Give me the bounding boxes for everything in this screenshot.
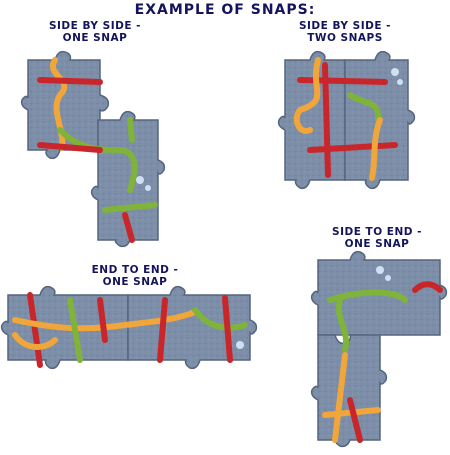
bubble — [136, 176, 144, 184]
puzzle-tile[interactable] — [310, 250, 448, 345]
example-side-by-side-two — [277, 50, 416, 190]
example-side-to-end-one — [310, 250, 448, 448]
red-snake — [347, 397, 363, 443]
red-snake — [222, 295, 233, 363]
red-snake — [157, 297, 168, 363]
green-snake — [335, 297, 350, 353]
bubble — [145, 185, 151, 191]
puzzle-tile[interactable] — [310, 334, 388, 448]
green-snake — [57, 127, 138, 193]
green-snake — [67, 297, 83, 363]
green-snake — [127, 117, 135, 143]
puzzle-tile[interactable] — [90, 110, 166, 248]
yellow-snake — [369, 117, 383, 181]
red-snake — [97, 297, 108, 343]
yellow-snake — [12, 309, 198, 332]
caption-side-by-side-two: SIDE BY SIDE - TWO SNAPS — [298, 20, 392, 44]
bubble — [397, 79, 403, 85]
caption-side-to-end-one: SIDE TO END - ONE SNAP — [332, 226, 422, 250]
red-snake — [412, 281, 443, 293]
example-side-by-side-one — [20, 50, 166, 248]
yellow-snake — [12, 332, 58, 350]
page-title: EXAMPLE OF SNAPS: — [134, 2, 316, 18]
green-snake — [192, 307, 248, 331]
green-snake — [347, 92, 382, 123]
red-snake — [122, 212, 135, 243]
red-snake — [307, 142, 398, 153]
green-snake — [102, 202, 158, 213]
caption-side-by-side-one: SIDE BY SIDE - ONE SNAP — [48, 20, 142, 44]
red-snake — [322, 62, 331, 178]
yellow-snake — [293, 57, 321, 134]
caption-end-to-end-one: END TO END - ONE SNAP — [91, 264, 179, 288]
yellow-snake — [332, 352, 348, 443]
bubble — [391, 68, 399, 76]
bubble — [376, 266, 384, 274]
red-snake — [27, 292, 43, 368]
bubble — [236, 341, 244, 349]
red-snake — [297, 77, 388, 85]
red-snake — [37, 77, 103, 85]
example-end-to-end-one — [0, 285, 258, 370]
bubble — [385, 275, 391, 281]
red-snake — [37, 142, 103, 153]
